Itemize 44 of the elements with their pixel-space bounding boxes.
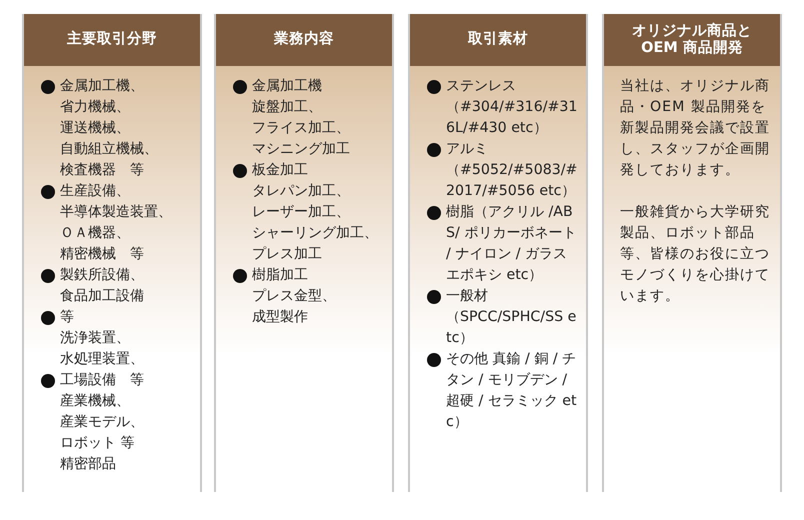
column-header: オリジナル商品とOEM 商品開発	[604, 14, 780, 66]
list-item-text: （#5052/#5083/#2017/#5056 etc）	[446, 161, 578, 201]
list-item-text: 運送機械、	[60, 119, 131, 138]
list-item-text: 工場設備 等	[60, 371, 145, 390]
list-item-text: プレス金型、	[252, 287, 337, 306]
list-item-text: マシニング加工	[252, 140, 351, 159]
column-header: 主要取引分野	[24, 14, 200, 66]
list-item-text: タレパン加工、	[252, 182, 351, 201]
list-item-text: 製鉄所設備、	[60, 266, 145, 285]
list-item-text: 水処理装置、	[60, 350, 145, 369]
list-item-text: その他 真鍮 / 銅 / チタン / モリブデン / 超硬 / セラミック etc）	[446, 350, 578, 432]
list-item-text: 食品加工設備	[60, 287, 145, 306]
list-item-text: 成型製作	[252, 308, 309, 327]
column-header: 取引素材	[410, 14, 586, 66]
list-item-text: 板金加工	[252, 161, 309, 180]
list-item-text: 樹脂加工	[252, 266, 309, 285]
list-item-text: ロボット 等	[60, 434, 136, 453]
paragraph: 一般雑貨から大学研究製品、ロボット部品等、皆様のお役に立つモノづくりを心掛けています。	[620, 203, 771, 306]
list-item-text: 自動組立機械、	[60, 140, 159, 159]
list-item-text: レーザー加工、	[252, 203, 351, 222]
list-item-text: シャーリング加工、プレス加工	[252, 224, 379, 264]
list-item-text: 検査機器 等	[60, 161, 145, 180]
paragraph: 当社は、オリジナル商品・OEM 製品開発を新製品開発会議で設置し、スタッフが企画開発しております。	[620, 77, 771, 180]
list-item-text: 金属加工機	[252, 77, 323, 96]
list-item-text: 省力機械、	[60, 98, 131, 117]
list-item-text: 産業モデル、	[60, 413, 145, 432]
list-item-text: 精密部品	[60, 455, 117, 474]
list-item-text: 精密機械 等	[60, 245, 145, 264]
list-item-text: ＯＡ機器、	[60, 224, 131, 243]
list-item-text: 洗浄装置、	[60, 329, 131, 348]
list-item-text: （SPCC/SPHC/SS etc）	[446, 308, 578, 348]
list-item-text: 半導体製造装置、	[60, 203, 173, 222]
list-item-text: 等	[60, 308, 75, 327]
list-item-text: 旋盤加工、	[252, 98, 323, 117]
list-item-text: ステンレス	[446, 77, 517, 96]
list-item-text: （#304/#316/#316L/#430 etc）	[446, 98, 578, 138]
list-item-text: 生産設備、	[60, 182, 131, 201]
column-header: 業務内容	[216, 14, 392, 66]
list-item-text: フライス加工、	[252, 119, 351, 138]
list-item-text: アルミ	[446, 140, 489, 159]
list-item-text: 産業機械、	[60, 392, 131, 411]
list-item-text: 金属加工機、	[60, 77, 145, 96]
list-item-text: 樹脂（アクリル /ABS/ ポリカーボネート / ナイロン / ガラスエポキシ etc）	[446, 203, 578, 285]
list-item-text: 一般材	[446, 287, 489, 306]
